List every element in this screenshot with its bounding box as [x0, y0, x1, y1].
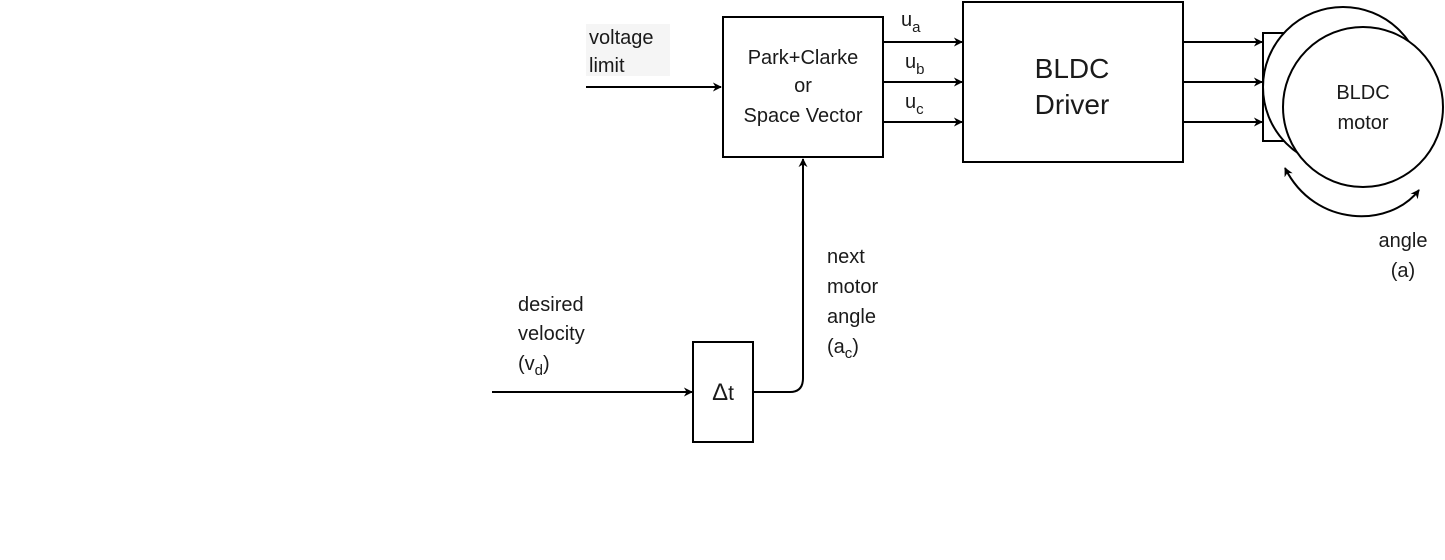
ua-label: ua	[901, 9, 921, 36]
next-angle-line-3: angle	[827, 306, 876, 328]
bldc-motor-line-1: BLDC	[1336, 82, 1389, 104]
desired-velocity-line-1: desired	[518, 294, 584, 316]
voltage-limit-line-2: limit	[589, 55, 625, 77]
park-clarke-line-1: Park+Clarke	[748, 47, 859, 69]
next-angle-line-1: next	[827, 246, 865, 268]
park-clarke-line-3: Space Vector	[744, 105, 863, 127]
delta-t-block[interactable]	[692, 341, 754, 443]
next-angle-line-2: motor	[827, 276, 878, 298]
bldc-driver-line-1: BLDC	[1035, 53, 1110, 84]
bldc-driver-line-2: Driver	[1035, 89, 1110, 120]
ub-label: ub	[905, 51, 924, 78]
next-angle-arrow	[753, 158, 808, 393]
voltage-limit-line-1: voltage	[589, 27, 654, 49]
next-angle-line-4: (ac)	[827, 336, 859, 362]
motor-front-circle[interactable]	[1282, 26, 1444, 188]
angle-label-line-1: angle	[1379, 230, 1428, 252]
uc-label: uc	[905, 91, 924, 118]
angle-label-line-2: (a)	[1391, 260, 1415, 282]
park-clarke-block[interactable]	[722, 16, 884, 158]
voltage-limit-label-bg	[586, 24, 670, 76]
park-clarke-line-2: or	[794, 75, 812, 97]
bldc-motor-line-2: motor	[1337, 112, 1388, 134]
rotation-arrow	[1284, 167, 1420, 218]
bldc-driver-block[interactable]	[962, 1, 1184, 163]
desired-velocity-line-2: velocity	[518, 323, 585, 345]
delta-t-label: Δt	[712, 379, 734, 406]
desired-velocity-line-3: (vd)	[518, 353, 550, 379]
